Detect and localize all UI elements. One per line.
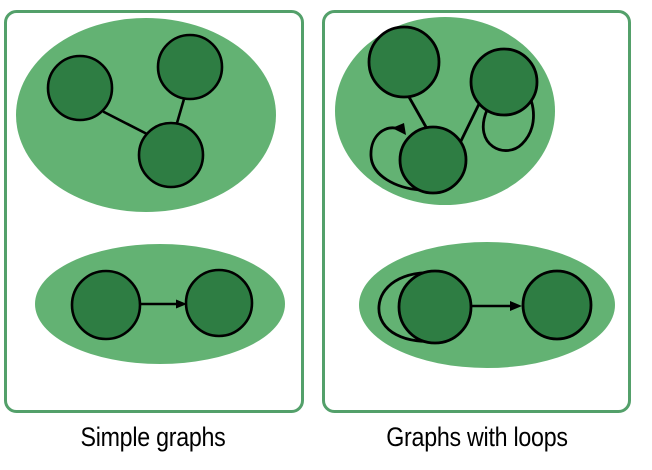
edge-b2-c2 (458, 102, 481, 145)
graph-loop-triad (335, 17, 555, 205)
caption-graphs-with-loops: Graphs with loops (386, 422, 568, 452)
arrowhead-self-loop-c2 (392, 123, 406, 135)
edge-a-c (102, 110, 149, 136)
node-d2 (397, 269, 473, 345)
arrowhead-d-e (176, 299, 187, 309)
panel-simple-graphs (4, 10, 304, 413)
graph-simple-directed-pair (35, 244, 285, 364)
arrowhead-d2-e2 (510, 301, 522, 311)
node-e (184, 268, 254, 338)
node-d (70, 269, 142, 341)
edge-b-c (175, 97, 186, 125)
edge-a2-c2 (407, 95, 428, 129)
group-ellipse (16, 18, 276, 212)
node-b2 (469, 47, 539, 117)
graph-simple-undirected-triad (16, 18, 276, 212)
panel-border-left (4, 10, 304, 413)
self-loop-d2 (377, 271, 446, 343)
node-e2 (521, 269, 593, 341)
node-a2 (367, 25, 441, 99)
caption-simple-graphs: Simple graphs (80, 422, 226, 452)
node-c (137, 121, 205, 189)
self-loop-b2 (481, 90, 535, 152)
node-b (156, 33, 224, 101)
node-a (46, 54, 114, 122)
panel-border-right (322, 10, 631, 413)
self-loop-c2 (369, 126, 422, 192)
node-c2 (398, 125, 468, 195)
panel-graphs-with-loops (322, 10, 631, 413)
graph-loop-directed-pair (359, 242, 615, 368)
